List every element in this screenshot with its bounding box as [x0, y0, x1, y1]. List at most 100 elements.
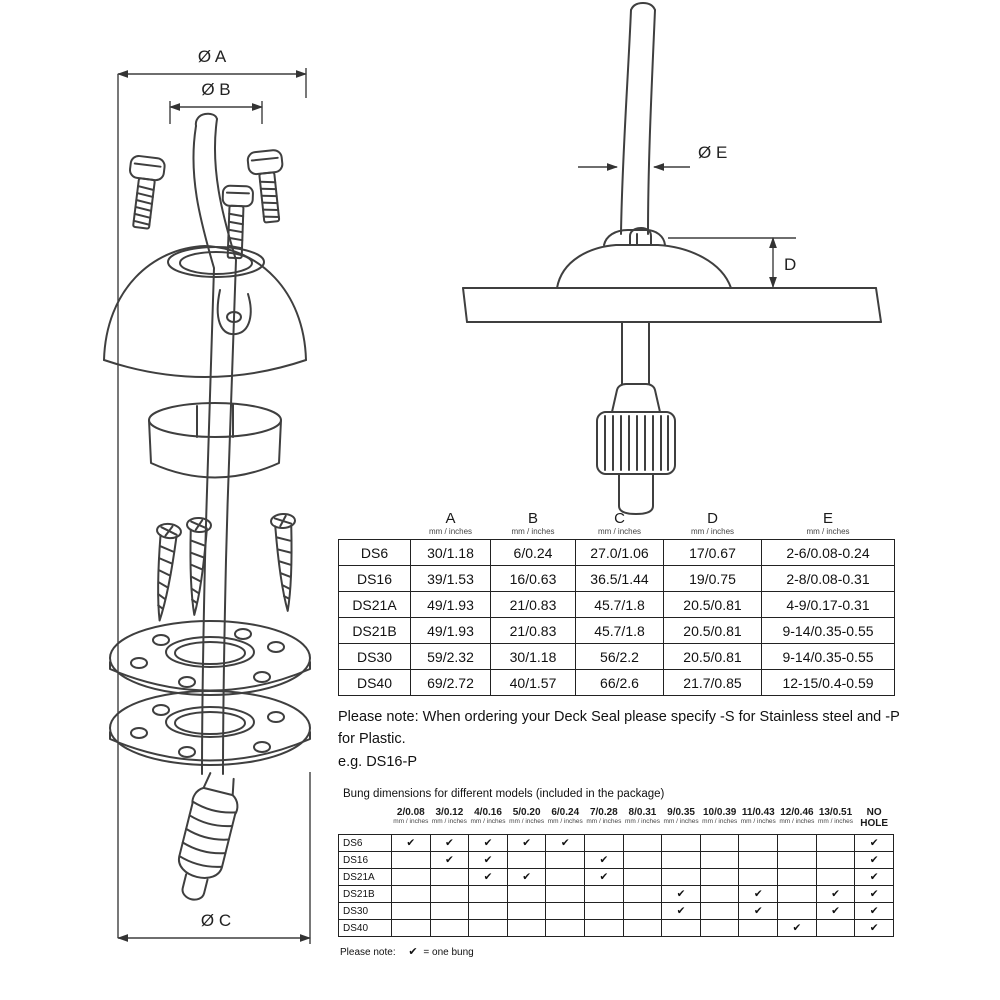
- dimension-a: [116, 68, 308, 938]
- order-note-line2: e.g. DS16-P: [338, 753, 417, 770]
- column-letter: B: [527, 510, 538, 527]
- bung-empty-cell: [545, 902, 586, 920]
- bung-empty-cell: [506, 885, 547, 903]
- tapping-screw-1: [156, 522, 182, 622]
- bung-unit: mm / inches: [702, 818, 738, 825]
- model-cell: DS40: [338, 919, 392, 937]
- bung-empty-cell: [661, 919, 701, 937]
- column-unit: mm / inches: [806, 527, 850, 536]
- order-note: Please note: When ordering your Deck Sea…: [338, 706, 918, 773]
- exploded-view-drawing: [103, 112, 311, 901]
- bung-row: DS21B✔✔✔✔: [338, 885, 894, 903]
- bung-empty-cell: [506, 902, 547, 920]
- bung-empty-cell: [429, 902, 470, 920]
- bung-unit: mm / inches: [663, 818, 699, 825]
- value-cell: 20.5/0.81: [663, 617, 762, 644]
- corner-cell: [339, 807, 392, 835]
- value-cell: 49/1.93: [410, 591, 491, 618]
- bung-empty-cell: [699, 885, 740, 903]
- column-letter: E: [822, 510, 833, 527]
- value-cell: 2-8/0.08-0.31: [761, 565, 895, 592]
- value-cell: 39/1.53: [410, 565, 491, 592]
- flange-ring-top: [109, 620, 311, 696]
- bung-empty-cell: [661, 851, 701, 869]
- bung-empty-cell: [622, 902, 663, 920]
- value-cell: 40/1.57: [490, 669, 576, 696]
- bung-check-cell: ✔: [815, 902, 856, 920]
- model-cell: DS21A: [338, 868, 392, 886]
- value-cell: 30/1.18: [410, 539, 491, 566]
- bung-empty-cell: [699, 851, 740, 869]
- value-cell: 49/1.93: [410, 617, 491, 644]
- bung-empty-cell: [815, 851, 856, 869]
- machine-screw-middle: [221, 184, 254, 260]
- check-icon: ✔: [831, 905, 840, 917]
- bung-empty-cell: [738, 834, 779, 852]
- bung-empty-cell: [699, 919, 740, 937]
- check-icon: ✔: [560, 837, 570, 849]
- column-unit: mm / inches: [428, 527, 473, 536]
- bung-footnote-text: = one bung: [423, 947, 474, 958]
- dimension-c: [116, 772, 312, 944]
- bung-empty-cell: [545, 919, 586, 937]
- bung-empty-cell: [429, 868, 470, 886]
- bung-empty-cell: [391, 851, 431, 869]
- bung-empty-cell: [777, 902, 817, 920]
- value-cell: 27.0/1.06: [575, 539, 664, 566]
- check-icon: ✔: [483, 871, 493, 883]
- cable: [192, 112, 237, 775]
- gland-nut: [596, 321, 676, 515]
- check-icon: ✔: [406, 837, 416, 849]
- check-icon: ✔: [792, 922, 802, 934]
- model-cell: DS30: [338, 902, 392, 920]
- value-cell: 16/0.63: [490, 565, 576, 592]
- cable-connector: [177, 772, 239, 901]
- bung-row: DS16✔✔✔✔: [338, 851, 894, 869]
- check-icon: ✔: [753, 888, 763, 900]
- dome-cap: [103, 245, 307, 378]
- model-cell: DS16: [338, 565, 411, 592]
- bung-unit: mm / inches: [509, 818, 545, 825]
- check-icon: ✔: [522, 837, 532, 849]
- bung-empty-cell: [815, 919, 856, 937]
- bung-unit: mm / inches: [817, 818, 854, 825]
- flange-ring-bottom: [109, 690, 311, 766]
- value-cell: 21.7/0.85: [663, 669, 762, 696]
- bung-empty-cell: [661, 834, 701, 852]
- model-cell: DS21B: [338, 617, 411, 644]
- bung-empty-cell: [391, 902, 431, 920]
- value-cell: 36.5/1.44: [575, 565, 664, 592]
- bung-empty-cell: [738, 919, 779, 937]
- bung-check-cell: ✔: [468, 834, 508, 852]
- check-icon: ✔: [676, 888, 686, 900]
- bung-empty-cell: [584, 885, 624, 903]
- bung-footnote: Please note: ✔ = one bung: [338, 945, 894, 958]
- bung-empty-cell: [777, 868, 817, 886]
- model-cell: DS16: [338, 851, 392, 869]
- bung-check-cell: ✔: [738, 885, 779, 903]
- bung-check-cell: ✔: [738, 902, 779, 920]
- value-cell: 20.5/0.81: [663, 643, 762, 670]
- bung-table-section: Bung dimensions for different models (in…: [338, 788, 894, 958]
- value-cell: 20.5/0.81: [663, 591, 762, 618]
- value-cell: 17/0.67: [663, 539, 762, 566]
- value-cell: 59/2.32: [410, 643, 491, 670]
- dimension-d: [668, 236, 796, 289]
